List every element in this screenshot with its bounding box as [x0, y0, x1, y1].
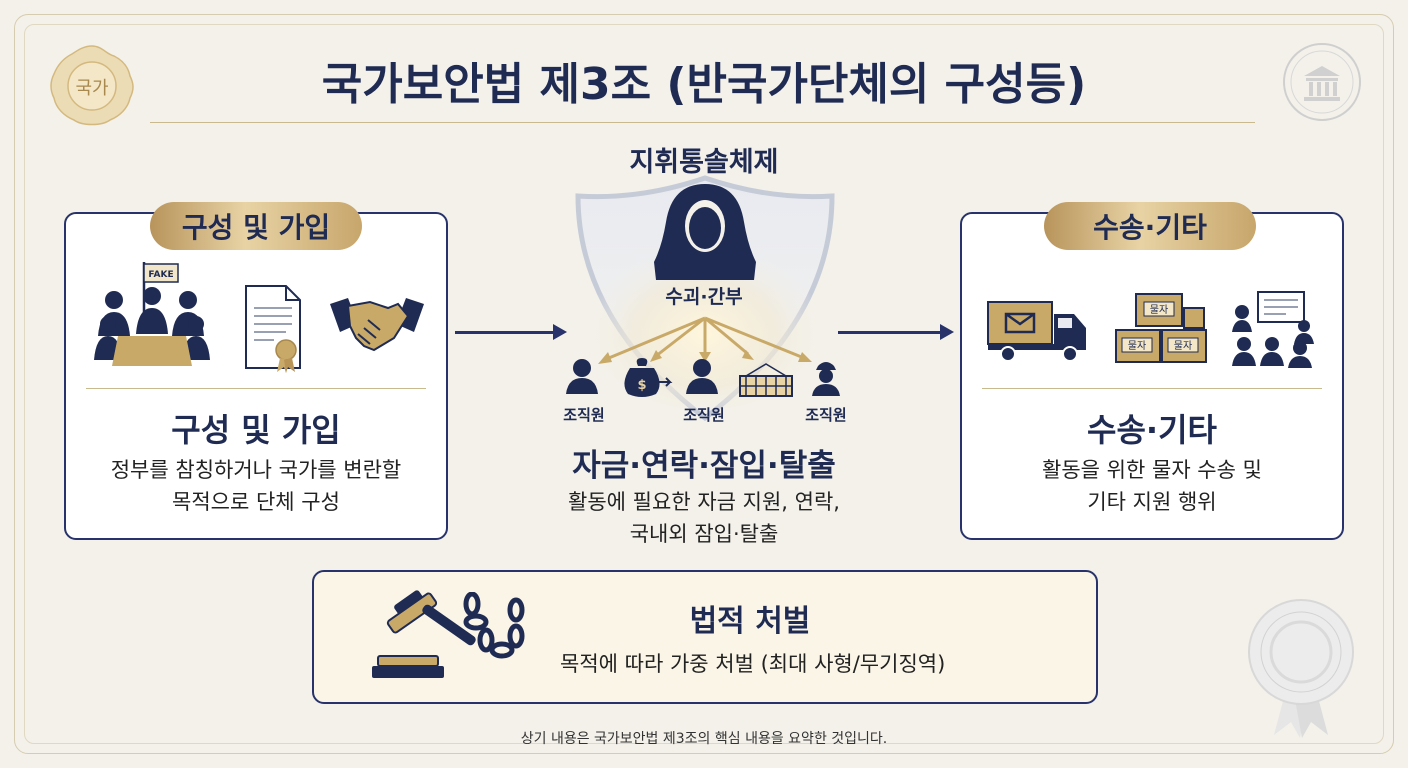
box-label-2: 물자: [1128, 340, 1146, 352]
money-bag-icon: [624, 368, 660, 397]
spy-icon: [816, 362, 836, 370]
member-icons-row: $: [566, 358, 840, 397]
formation-panel: [64, 212, 448, 540]
inner-frame: [24, 24, 1384, 744]
formation-description-line-1: 정부를 참칭하거나 국가를 변란할: [110, 458, 402, 482]
gavel-icon: [372, 590, 476, 678]
national-emblem-icon: 국가: [50, 45, 134, 126]
right-arrow-head: [940, 324, 954, 340]
punishment-heading: 법적 처벌: [689, 604, 811, 639]
left-flow-arrow: [455, 331, 555, 334]
right-flow-arrow: [838, 331, 942, 334]
fence-icon: [739, 363, 793, 397]
transport-heading: 수송·기타: [1087, 411, 1217, 449]
document-certificate-icon: [245, 285, 301, 373]
member-label-2: 조직원: [683, 406, 725, 424]
funding-description-line-2: 국내외 잠입·탈출: [629, 522, 779, 546]
member-label-3: 조직원: [805, 406, 847, 424]
hooded-leader-icon: [654, 184, 756, 280]
transport-panel: [960, 212, 1344, 540]
box-label-1: 물자: [1150, 304, 1168, 316]
presentation-audience-icon: [1232, 291, 1314, 368]
footnote: 상기 내용은 국가보안법 제3조의 핵심 내용을 요약한 것입니다.: [520, 731, 888, 747]
funding-heading: 자금·연락·잠입·탈출: [572, 448, 836, 484]
transport-description-line-1: 활동을 위한 물자 수송 및: [1042, 458, 1262, 482]
punishment-description: 목적에 따라 가중 처벌 (최대 사형/무기징역): [560, 652, 946, 676]
formation-divider: [86, 388, 426, 389]
page-title: 국가보안법 제3조 (반국가단체의 구성등): [321, 59, 1087, 110]
certificate-seal-icon: [1248, 599, 1354, 738]
chain-icon: [463, 592, 525, 659]
supply-boxes-icon: 물자 물자 물자: [1115, 293, 1207, 363]
formation-pill: 구성 및 가입: [150, 202, 362, 250]
member-icon-1: [573, 359, 591, 377]
punishment-panel: [312, 570, 1098, 704]
leader-label: 수괴·간부: [665, 286, 743, 308]
fake-flag-text: FAKE: [148, 270, 173, 280]
svg-text:$: $: [637, 378, 646, 393]
formation-description-line-2: 목적으로 단체 구성: [172, 490, 340, 514]
command-hierarchy-graphic: [575, 175, 835, 422]
outer-frame: [14, 14, 1394, 754]
government-building-icon: [1283, 43, 1361, 121]
transport-divider: [982, 388, 1322, 389]
title-divider: [150, 122, 1255, 123]
box-label-3: 물자: [1174, 340, 1192, 352]
formation-heading: 구성 및 가입: [171, 411, 341, 449]
funding-description-line-1: 활동에 필요한 자금 지원, 연락,: [568, 490, 840, 514]
member-icon-2: [693, 359, 711, 377]
emblem-label: 국가: [75, 78, 108, 99]
handshake-icon: [330, 298, 424, 352]
transport-pill: 수송·기타: [1044, 202, 1256, 250]
member-label-1: 조직원: [563, 406, 605, 424]
command-system-heading: 지휘통솔체제: [629, 147, 779, 178]
delivery-truck-icon: [987, 301, 1086, 362]
left-arrow-head: [553, 324, 567, 340]
meeting-group-icon: FAKE: [94, 262, 210, 366]
transport-description-line-2: 기타 지원 행위: [1087, 490, 1217, 514]
